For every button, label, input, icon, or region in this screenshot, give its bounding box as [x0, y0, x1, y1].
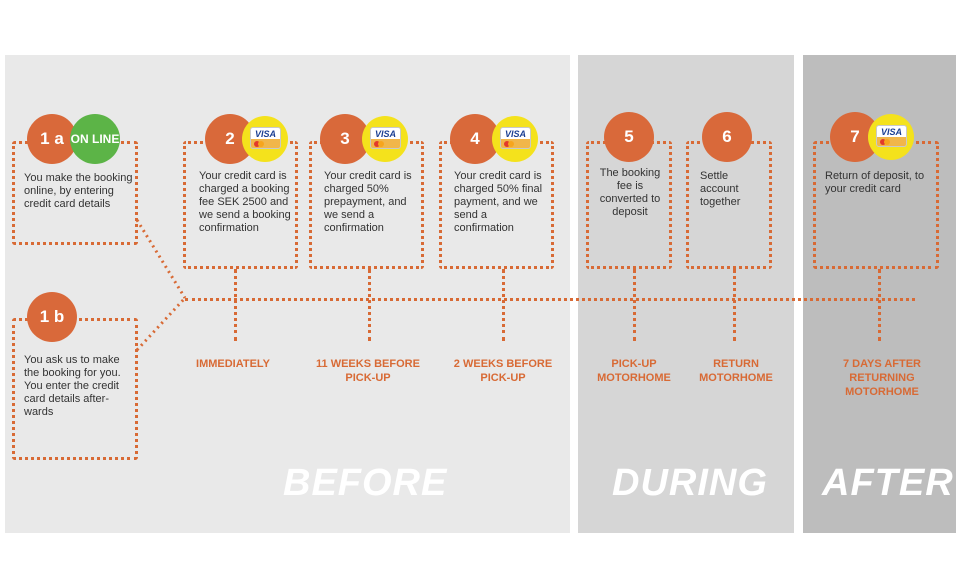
timeline-axis [185, 298, 915, 301]
phase-label-before: BEFORE [283, 462, 448, 504]
step-6-number: 6 [702, 112, 752, 162]
connector-1a [135, 219, 187, 299]
phase-label-during: DURING [612, 462, 768, 504]
step-3-number: 3 [320, 114, 370, 164]
online-badge: ON LINE [70, 114, 120, 164]
step-1a-text: You make the booking online, by entering… [24, 172, 133, 210]
credit-card-icon: VISA [492, 116, 538, 162]
timing-step-7: 7 DAYS AFTER RETURNING MOTORHOME [842, 358, 922, 398]
credit-card-icon: VISA [868, 114, 914, 160]
step-3-connector [368, 269, 371, 341]
step-4-text: Your credit card is charged 50% final pa… [454, 170, 543, 234]
credit-card-icon: VISA [362, 116, 408, 162]
step-2-text: Your credit card is charged a booking fe… [199, 170, 291, 234]
credit-card-icon: VISA [242, 116, 288, 162]
timing-step-3: 11 WEEKS BEFORE PICK-UP [316, 358, 420, 384]
step-2-connector [234, 269, 237, 341]
step-6-text: Settle account together [700, 170, 741, 208]
step-5-connector [633, 269, 636, 341]
timing-step-5: PICK-UP MOTORHOME [597, 358, 671, 384]
step-5-text: The booking fee is converted to deposit [599, 167, 661, 218]
step-7-text: Return of deposit, to your credit card [825, 170, 925, 195]
step-5-number: 5 [604, 112, 654, 162]
timing-step-2: IMMEDIATELY [196, 358, 270, 370]
step-1b-text: You ask us to make the booking for you. … [24, 354, 121, 418]
timing-step-6: RETURN MOTORHOME [699, 358, 773, 384]
step-1a-number: 1 a [27, 114, 77, 164]
step-4-connector [502, 269, 505, 341]
phase-label-after: AFTER [822, 462, 954, 504]
step-7-connector [878, 269, 881, 341]
connector-1b [135, 296, 187, 352]
step-1b-number: 1 b [27, 292, 77, 342]
timing-step-4: 2 WEEKS BEFORE PICK-UP [453, 358, 553, 384]
step-4-number: 4 [450, 114, 500, 164]
step-7-box [813, 141, 939, 269]
step-3-text: Your credit card is charged 50% prepayme… [324, 170, 412, 234]
step-6-connector [733, 269, 736, 341]
